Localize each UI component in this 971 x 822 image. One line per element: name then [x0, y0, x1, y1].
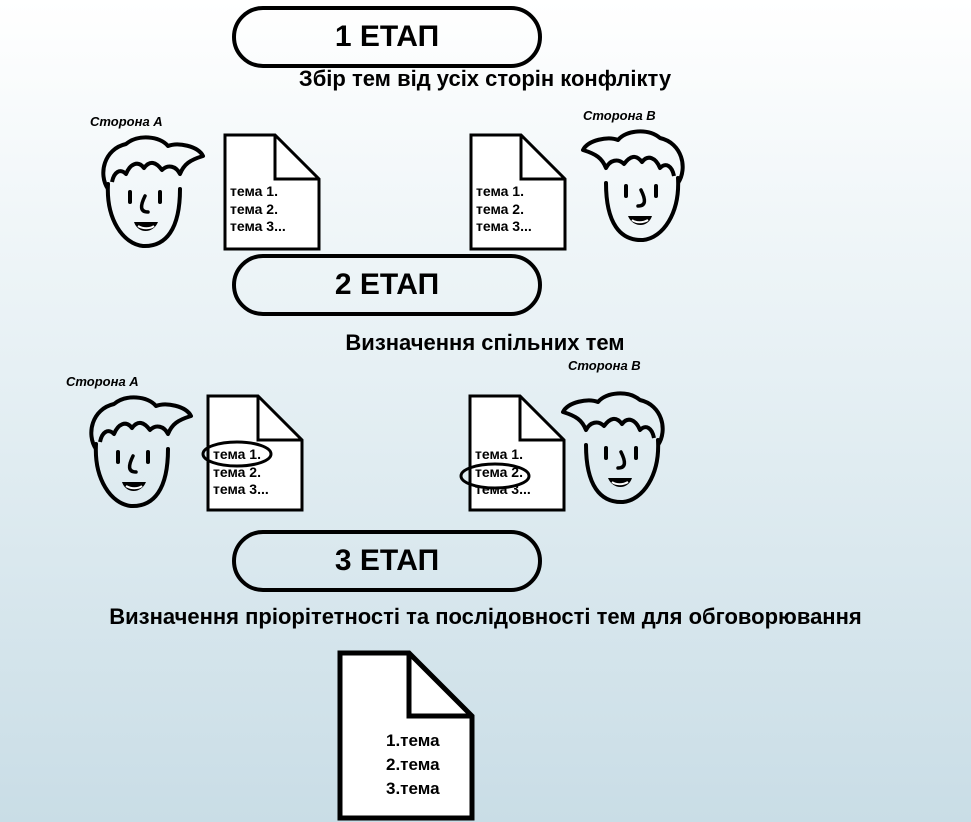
stage1-doc-a-icon — [223, 133, 321, 251]
stage2-doc-b-icon — [468, 394, 566, 512]
stage2-doc-a-line: тема 3... — [213, 481, 269, 497]
stage3-label: 3 ЕТАП — [232, 530, 542, 592]
stage1-doc-a-line: тема 1. — [230, 183, 278, 199]
stage2-party-a-face-icon — [89, 395, 193, 509]
stage3-title: Визначення пріорітетності та послідовнос… — [109, 604, 862, 629]
stage2-party-b-label: Сторона В — [568, 358, 641, 373]
stage3-doc-line: 2.тема — [386, 754, 440, 774]
stage2-doc-a-line: тема 1. — [213, 446, 261, 462]
stage1-doc-b-icon — [469, 133, 567, 251]
stage1-doc-b-line: тема 1. — [476, 183, 524, 199]
stage3-doc-line: 1.тема — [386, 731, 440, 750]
stage3-doc-icon — [337, 650, 475, 821]
stage1-doc-b-line: тема 3... — [476, 218, 532, 234]
stage1-doc-a-line: тема 2. — [230, 200, 278, 217]
stage1-party-b-label: Сторона В — [583, 108, 656, 123]
stage1-title: Збір тем від усіх сторін конфлікту — [298, 66, 672, 91]
stage2-doc-a-highlight-ellipse — [201, 440, 273, 468]
stage1-doc-a-line: тема 3... — [230, 218, 286, 234]
stage2-doc-a-icon — [206, 394, 304, 512]
stage1-doc-b-line: тема 2. — [476, 200, 524, 217]
stage1-party-a-face-icon — [101, 135, 205, 249]
stage1-party-b-face-icon — [581, 129, 685, 243]
stage2-party-a-label: Сторона А — [66, 374, 139, 389]
stage2-doc-b-highlight-ellipse — [459, 462, 531, 490]
stage2-title: Визначення спільних тем — [345, 330, 625, 355]
stage2-doc-b-line: тема 1. — [475, 446, 523, 462]
stage3-doc-line: 3.тема — [386, 778, 440, 798]
stage1-label: 1 ЕТАП — [232, 6, 542, 68]
stage2-label: 2 ЕТАП — [232, 254, 542, 316]
stage2-doc-a-line: тема 2. — [213, 463, 261, 480]
stage1-party-a-label: Сторона А — [90, 114, 163, 129]
stage2-party-b-face-icon — [561, 391, 665, 505]
stage2-doc-b-line: тема 2. — [475, 463, 523, 480]
